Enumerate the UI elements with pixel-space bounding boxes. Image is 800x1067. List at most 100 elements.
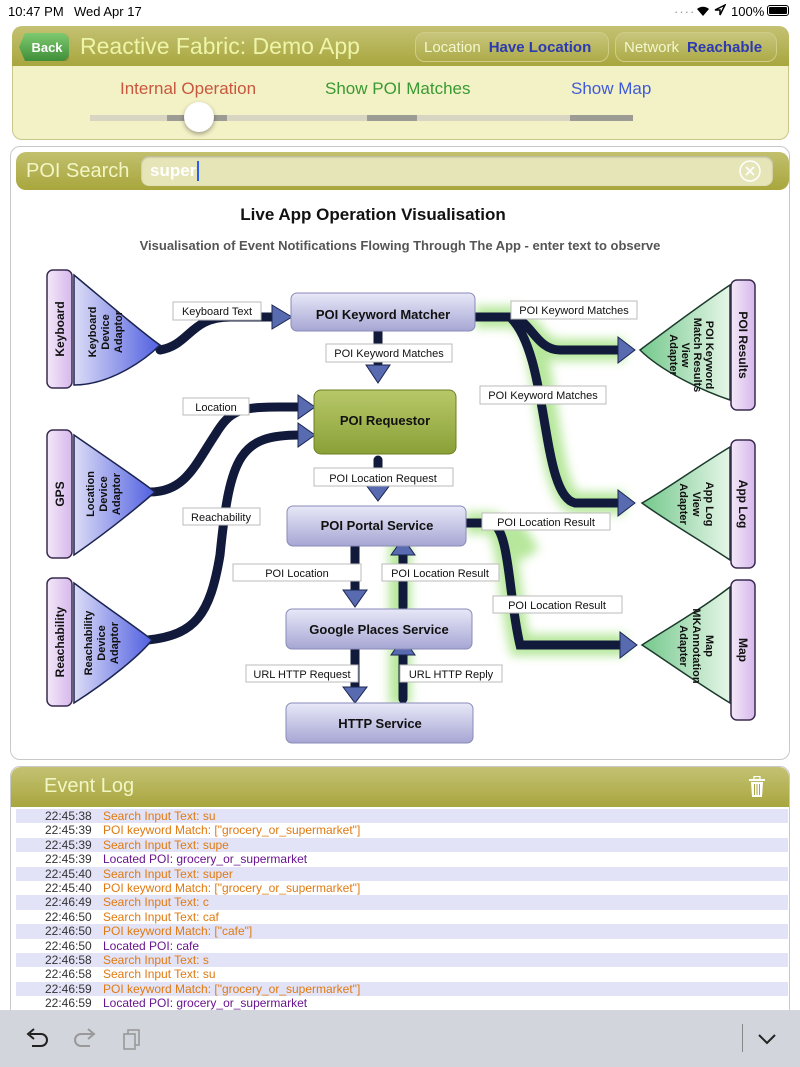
clear-search-icon[interactable] [739,160,761,182]
label-keyword-matches-1: POI Keyword Matches [325,343,453,363]
log-entry-message: Search Input Text: c [103,895,209,910]
svg-text:URL HTTP Request: URL HTTP Request [253,669,350,681]
service-http: HTTP Service [285,702,474,744]
status-time: 10:47 PM [8,4,64,19]
label-reachability: Reachability [182,507,261,526]
network-status-pill: Network Reachable [615,32,777,62]
log-entry: 22:46:49 Search Input Text: c [16,895,788,910]
svg-text:HTTP Service: HTTP Service [338,716,422,731]
log-entry: 22:46:59 Located POI: grocery_or_supermar… [16,996,788,1010]
undo-icon[interactable] [24,1026,50,1052]
svg-text:POI Keyword Matches: POI Keyword Matches [334,348,444,360]
service-poi-keyword-matcher: POI Keyword Matcher [290,292,476,332]
app-title: Reactive Fabric: Demo App [80,33,360,59]
chevron-down-icon[interactable] [754,1026,780,1052]
svg-text:POI Results: POI Results [736,311,750,379]
svg-text:MapMKAnnotationAdapter: MapMKAnnotationAdapter [677,608,715,683]
service-poi-requestor: POI Requestor [313,389,457,455]
svg-text:Location: Location [195,402,237,414]
battery-percent: 100% [731,4,765,19]
log-entry-message: POI keyword Match: ["grocery_or_supermar… [103,823,361,838]
adapter-map-mkannotation: MapMKAnnotationAdapter [640,585,731,705]
edge-labels: Keyboard Text Location Reachability POI … [172,300,638,683]
poi-search-value[interactable]: super [150,161,200,181]
log-entry-message: Search Input Text: su [103,967,216,982]
svg-text:App LogViewAdapter: App LogViewAdapter [677,482,715,527]
svg-text:POI Location Result: POI Location Result [497,517,595,529]
flow-arrowheads [271,304,638,704]
back-button[interactable]: Back [19,33,69,61]
log-entry: 22:46:50 POI keyword Match: ["cafe"] [16,924,788,939]
svg-text:POI Location Result: POI Location Result [391,568,489,580]
location-status-value: Have Location [488,38,592,56]
mode-internal-operation[interactable]: Internal Operation [120,79,257,98]
label-location-result-3: POI Location Result [492,595,623,614]
label-url-http-request: URL HTTP Request [245,664,359,683]
svg-text:LocationDeviceAdaptor: LocationDeviceAdaptor [85,471,123,517]
log-entry-message: Located POI: grocery_or_supermarket [103,852,308,867]
log-entry-time: 22:46:50 [45,924,92,939]
log-entry-time: 22:46:59 [45,981,92,996]
label-location-request: POI Location Request [313,467,454,487]
location-arrow-icon [714,4,726,16]
svg-text:POI Keyword Matcher: POI Keyword Matcher [316,307,450,322]
label-keyboard-text: Keyboard Text [172,301,262,321]
log-entry-message: Located POI: grocery_or_supermarket [103,996,308,1011]
mode-show-map[interactable]: Show Map [571,79,652,98]
label-location-result-2: POI Location Result [381,563,500,582]
adaptor-location-device: LocationDeviceAdaptor [73,433,157,557]
svg-text:GPS: GPS [53,481,67,506]
log-entry-message: POI keyword Match: ["grocery_or_supermar… [103,881,361,895]
svg-text:POI Location Result: POI Location Result [508,600,606,612]
svg-text:App Log: App Log [736,480,750,529]
app-operation-diagram: Live App Operation Visualisation Visuali… [46,205,756,744]
log-entry-message: Search Input Text: caf [103,909,219,924]
service-poi-portal: POI Portal Service [286,505,467,547]
log-entry-time: 22:46:49 [45,895,92,910]
log-entry-message: POI keyword Match: ["cafe"] [103,924,253,939]
diagram-title: Live App Operation Visualisation [240,205,505,224]
svg-text:POI Portal Service: POI Portal Service [321,518,434,533]
log-entry-message: Search Input Text: supe [103,837,229,852]
adaptor-reachability-device: ReachabilityDeviceAdaptor [73,581,154,705]
trash-icon[interactable] [748,776,766,798]
mode-glow [80,88,660,122]
mode-slider-track[interactable] [90,115,633,121]
svg-text:Google Places Service: Google Places Service [309,622,448,637]
log-entry-time: 22:46:58 [45,953,92,967]
battery-icon [767,5,789,16]
redo-icon[interactable] [72,1026,98,1052]
log-entry-time: 22:46:59 [45,996,92,1011]
log-entry: 22:46:59 POI keyword Match: ["grocery_or_… [16,981,788,997]
clipboard-icon[interactable] [120,1026,146,1052]
poi-search-input[interactable] [141,156,773,186]
log-entry-message: POI keyword Match: ["grocery_or_supermar… [103,981,361,996]
log-entry-time: 22:46:58 [45,967,92,982]
svg-text:POI Requestor: POI Requestor [340,413,430,428]
service-google-places: Google Places Service [285,608,473,650]
signal-dots-icon: ···· [674,4,696,19]
status-date: Wed Apr 17 [74,4,142,19]
event-log-header [11,767,789,807]
adaptor-keyboard-device: KeyboardDeviceAdaptor [73,273,162,386]
network-status-value: Reachable [687,38,763,56]
label-keyword-matches-2: POI Keyword Matches [510,300,638,320]
svg-text:POI Location Request: POI Location Request [329,473,437,485]
mode-slider-thumb[interactable] [183,102,214,132]
log-entry: 22:46:50 Search Input Text: caf [16,910,788,924]
location-status-pill: Location Have Location [415,32,609,62]
log-entry-message: Search Input Text: super [103,866,233,881]
mode-show-poi-matches[interactable]: Show POI Matches [325,79,471,98]
network-status-label: Network [624,38,680,56]
svg-text:POI Keyword Matches: POI Keyword Matches [488,390,598,402]
svg-text:Keyboard Text: Keyboard Text [182,306,252,318]
svg-text:POI KeywordMatch ResultsViewAd: POI KeywordMatch ResultsViewAdapter [667,318,715,393]
label-poi-location: POI Location [232,563,362,582]
location-status-label: Location [424,38,481,56]
log-entry-time: 22:46:50 [45,909,92,924]
adapter-poi-keyword-match-results: POI KeywordMatch ResultsViewAdapter [638,283,731,402]
svg-text:POI Location: POI Location [265,568,329,580]
label-location: Location [182,397,250,416]
